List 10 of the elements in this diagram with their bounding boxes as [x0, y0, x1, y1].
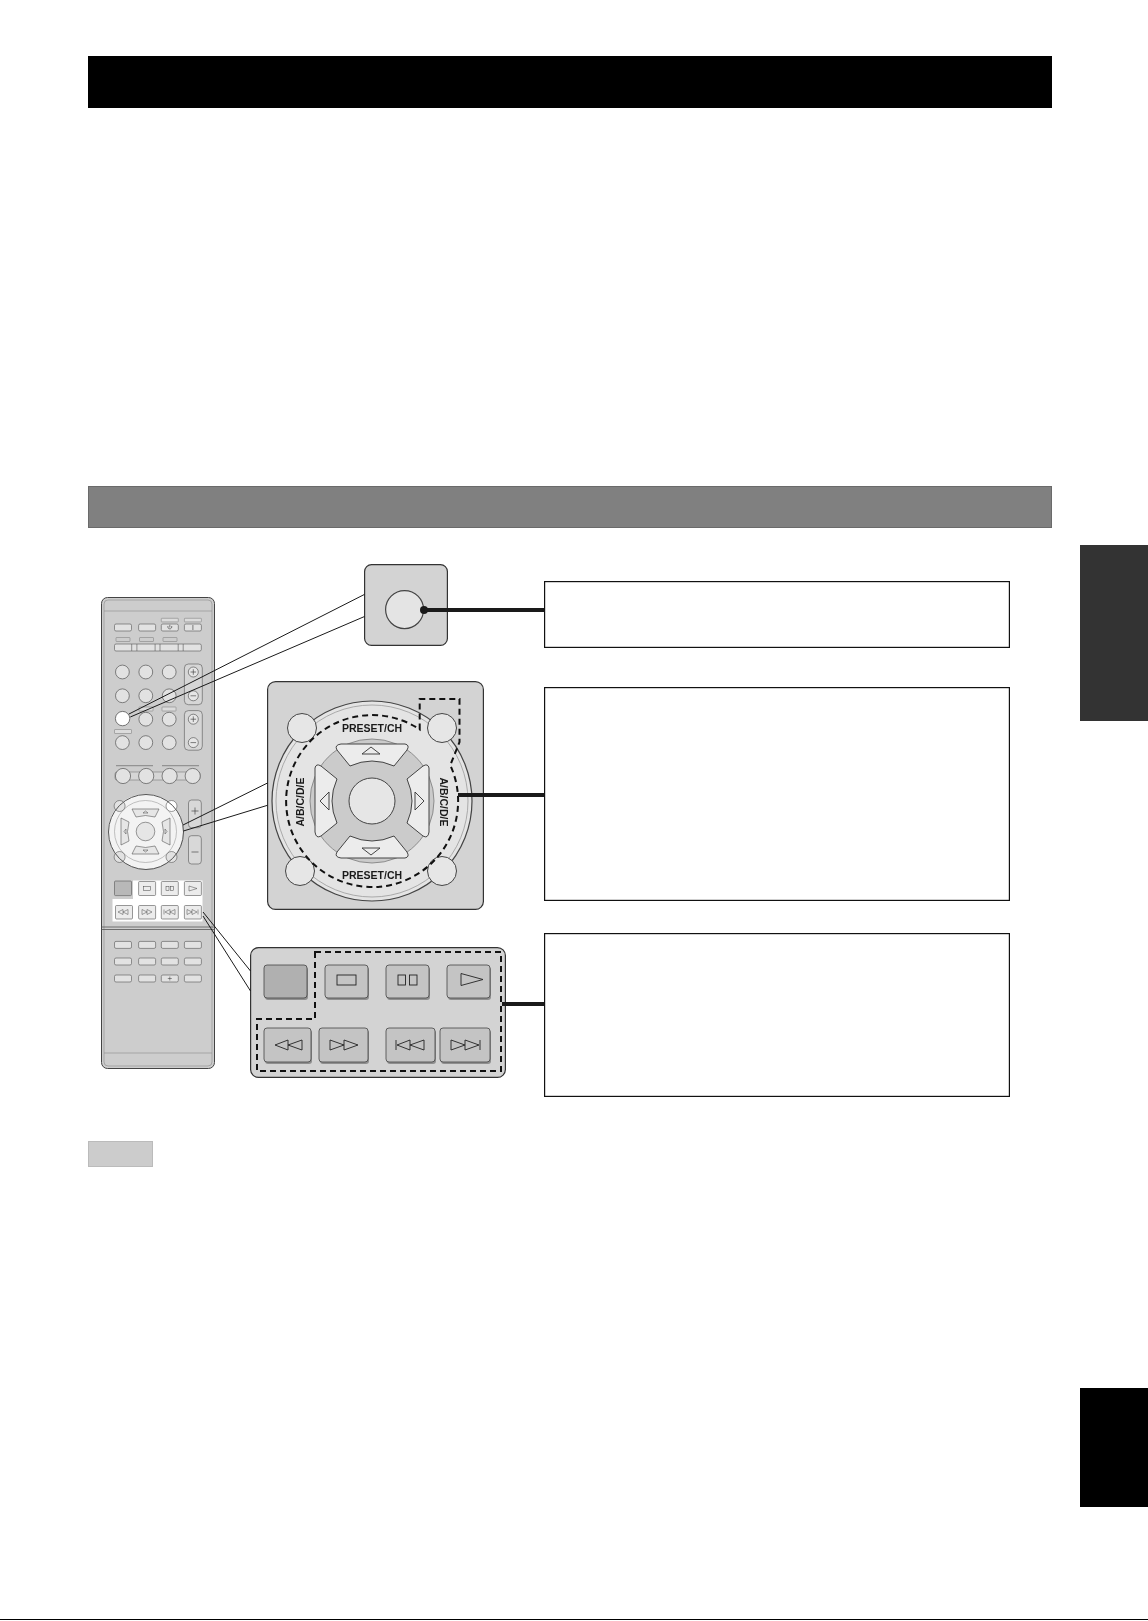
ring-label: PRESET/CH: [341, 869, 403, 881]
ring-label: PRESET/CH: [341, 722, 403, 734]
zoom-lines: [128, 593, 365, 718]
ring-label: A/B/C/D/E: [438, 777, 450, 827]
leader-line: [420, 606, 544, 614]
leader-line: [458, 793, 544, 797]
zoom-lines: [182, 782, 268, 832]
zoom-lines: [202, 911, 251, 992]
ring-label: A/B/C/D/E: [294, 777, 306, 827]
leader-line: [502, 1002, 544, 1006]
